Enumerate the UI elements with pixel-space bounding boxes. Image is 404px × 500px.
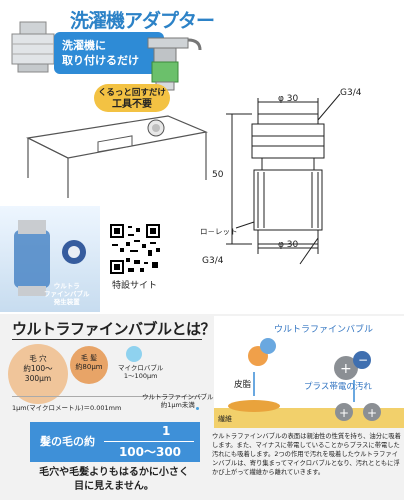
pore-line-2: 約100～	[23, 364, 53, 373]
top-thread-label: G3/4	[340, 88, 362, 98]
cleaning-diagram: + − + + ウルトラファインバブル 皮脂 プラス帯電の汚れ 繊維	[214, 316, 404, 428]
diagram-title: ウルトラファインバブル	[274, 325, 374, 335]
twist-line-1: くるっと回すだけ	[98, 88, 166, 98]
bottom-thread-label: G3/4	[202, 256, 224, 266]
size-footer: 毛穴や毛髪よりもはるかに小さく 目に見えません。	[24, 466, 204, 494]
ratio-label: 髪の毛の約	[40, 435, 95, 448]
bottom-diameter-label: φ 30	[278, 240, 299, 250]
pore-line-3: 300μm	[24, 374, 52, 383]
qr-code[interactable]	[108, 222, 162, 276]
callout-line-2: 取り付けるだけ	[62, 54, 139, 67]
hair-text: 毛 髪 約80μm	[70, 354, 108, 372]
caption-line-2: ファインバブル	[44, 290, 90, 298]
ufb-device-caption: ウルトラ ファインバブル 発生装置	[44, 282, 90, 306]
svg-text:−: −	[358, 353, 368, 367]
no-tools-badge: くるっと回すだけ 工具不要	[94, 84, 170, 112]
pore-circle	[8, 344, 68, 404]
diagram-art: + − + +	[214, 338, 404, 428]
plus-dirt-3	[363, 403, 381, 421]
diagram-description: ウルトラファインバブルの表面は親油性の性質を持ち、油分に吸着します。また、マイナ…	[212, 433, 401, 476]
top-diameter-label: φ 30	[278, 94, 299, 104]
micro-line-2: 1～100μm	[123, 372, 158, 380]
fraction-line	[104, 441, 194, 442]
hair-circle	[70, 346, 108, 384]
install-callout: 洗濯機に 取り付けるだけ	[54, 32, 164, 74]
footer-line-2: 目に見えません。	[74, 481, 154, 492]
ufb-line-1: ウルトラファインバブル	[142, 393, 214, 401]
pore-text: 毛 穴 約100～ 300μm	[8, 354, 68, 384]
unit-note: 1μm(マイクロメートル)＝0.001mm	[12, 404, 122, 412]
washing-machine-illustration	[26, 115, 208, 198]
footer-line-1: 毛穴や毛髪よりもはるかに小さく	[39, 467, 189, 478]
sebum-label: 皮脂	[234, 380, 252, 390]
ufb-text: ウルトラファインバブル 約1μm未満	[142, 393, 214, 409]
microbubble-text: マイクロバブル 1～100μm	[118, 364, 163, 380]
twist-line-2: 工具不要	[112, 99, 152, 110]
micro-line-1: マイクロバブル	[118, 364, 164, 372]
page-title: 洗濯機アダプター	[70, 10, 215, 32]
height-label: 50	[212, 170, 224, 180]
faucet-illustration	[147, 37, 202, 91]
section-title: ウルトラファインバブルとは？	[12, 320, 216, 338]
hair-line-1: 毛 髪	[80, 354, 98, 362]
ratio-denominator: 100～300	[118, 445, 182, 459]
plus-dirt-2	[335, 403, 353, 421]
device-illustration	[14, 220, 86, 296]
pore-line-1: 毛 穴	[29, 354, 47, 363]
ufb-line-2: 約1μm未満	[160, 401, 195, 409]
sebum-blob	[228, 400, 280, 412]
dimension-drawing	[226, 93, 341, 265]
ufb-dot	[196, 407, 199, 410]
microbubble-circle	[126, 346, 142, 362]
callout-line-1: 洗濯機に	[62, 39, 106, 52]
svg-text:+: +	[367, 406, 377, 420]
svg-text:+: +	[340, 361, 352, 377]
scale-baseline	[12, 396, 202, 397]
size-ratio-box: 髪の毛の約 1 100～300	[30, 422, 200, 462]
adapter-icon	[11, 21, 55, 73]
caption-line-1: ウルトラ	[53, 282, 80, 290]
plus-dirt-label: プラス帯電の汚れ	[304, 382, 372, 392]
fiber-band	[214, 408, 404, 428]
hair-line-2: 約80μm	[75, 363, 103, 371]
caption-line-3: 発生装置	[53, 298, 80, 306]
locknut-label: ロ－レット	[200, 227, 238, 236]
ufb-device-photo	[0, 206, 100, 312]
special-site-label: 特設サイト	[112, 281, 158, 291]
svg-text:+: +	[339, 406, 349, 420]
title-underline	[12, 339, 202, 340]
minus-bubble	[353, 351, 371, 369]
bubble-1	[260, 338, 276, 354]
plus-dirt-1	[334, 356, 358, 380]
ratio-numerator: 1	[162, 424, 171, 438]
fiber-label: 繊維	[218, 415, 232, 423]
